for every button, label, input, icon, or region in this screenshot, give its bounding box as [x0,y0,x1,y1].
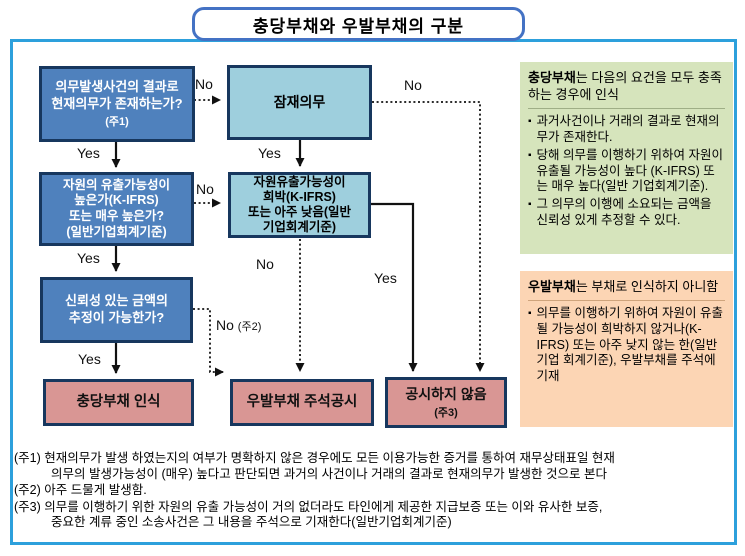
footnote-3: (주3) 의무를 이행하기 위한 자원의 유출 가능성이 거의 없더라도 타인에… [14,499,603,530]
footnote-1: (주1) 현재의무가 발생 하였는지의 여부가 명확하지 않은 경우에도 모든 … [14,451,615,481]
label-yes-estimate: Yes [78,351,101,367]
bullet-icon: ▪ [528,116,532,128]
provision-criteria-panel: 충당부채는 다음의 요건을 모두 충족하는 경우에 인식 ▪과거사건이나 거래의… [520,62,733,254]
label-no-remote: No [256,256,274,272]
bullet-icon: ▪ [528,308,532,320]
node-remote-outflow: 자원유출가능성이 희박(K-IFRS) 또는 아주 낮음(일반 기업회계기준) [228,172,371,238]
node-no-disclosure: 공시하지 않음 (주3) [385,377,507,428]
diagram-title: 충당부채와 우발부채의 구분 [252,16,465,36]
provision-panel-title: 충당부채는 다음의 요건을 모두 충족하는 경우에 인식 [528,69,725,110]
footnotes: (주1) 현재의무가 발생 하였는지의 여부가 명확하지 않은 경우에도 모든 … [14,451,736,532]
label-no-obligation: No [195,76,213,92]
list-item: ▪당해 의무를 이행하기 위하여 자원이 유출될 가능성이 높다 (K-IFRS… [528,147,723,194]
diagram-title-box: 충당부채와 우발부채의 구분 [192,7,525,41]
node-question-obligation: 의무발생사건의 결과로 현재의무가 존재하는가? (주1) [39,66,195,142]
label-yes-potential: Yes [258,145,281,161]
arrow-potential-no [372,101,485,372]
label-yes-remote: Yes [374,270,397,286]
bullet-icon: ▪ [528,199,532,211]
list-item: ▪의무를 이행하기 위하여 자원이 유출될 가능성이 희박하지 않거나(K-IF… [528,306,723,384]
bullet-icon: ▪ [528,149,532,161]
label-yes-outflow: Yes [77,250,100,266]
node-question-outflow: 자원의 유출가능성이 높은가(K-IFRS) 또는 매우 높은가? (일반기업회… [39,172,194,246]
footnote-2: (주2) 아주 드물게 발생함. [14,483,147,497]
contingent-liability-panel: 우발부채는 부채로 인식하지 아니함 ▪의무를 이행하기 위하여 자원이 유출될… [520,271,733,427]
label-no-outflow: No [196,181,214,197]
node-recognize-provision: 충당부채 인식 [43,379,194,426]
list-item: ▪과거사건이나 거래의 결과로 현재의무가 존재한다. [528,114,720,145]
list-item: ▪그 의무의 이행에 소요되는 금액을 신뢰성 있게 추정할 수 있다. [528,197,712,227]
label-no-estimate: No (주2) [216,317,262,333]
label-no-potential: No [404,77,422,93]
node-potential-obligation: 잠재의무 [227,65,372,140]
node-question-estimate: 신뢰성 있는 금액의 추정이 가능한가? [40,277,193,343]
arrow-remote-yes [371,202,418,372]
node-disclose-contingent: 우발부채 주석공시 [230,379,374,426]
contingent-panel-title: 우발부채는 부채로 인식하지 아니함 [528,278,725,302]
label-yes-obligation: Yes [77,145,100,161]
